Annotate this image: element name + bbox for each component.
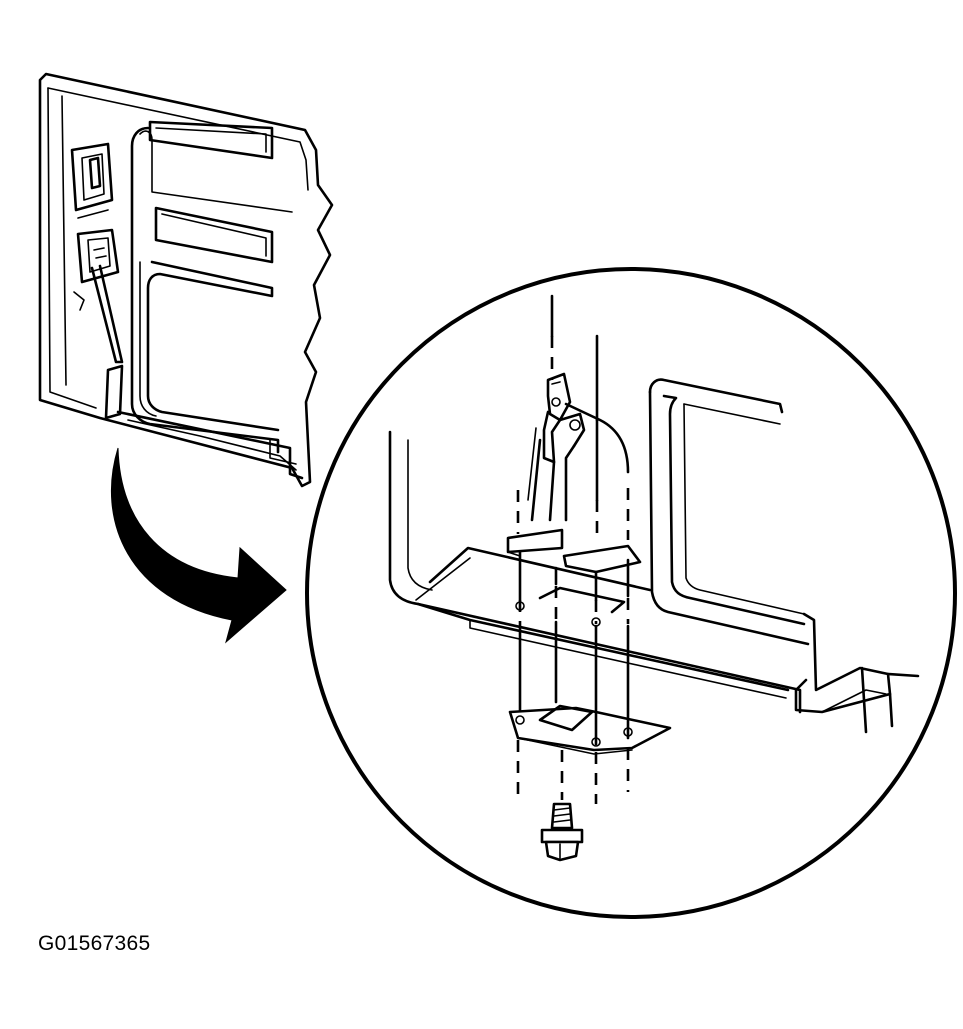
detail-circle [305,267,957,919]
bolt-icon [540,802,584,862]
curved-arrow-icon [110,447,287,644]
detail-view [388,294,920,804]
figure-id-label: G01567365 [38,932,151,955]
panel-overview [38,72,334,488]
